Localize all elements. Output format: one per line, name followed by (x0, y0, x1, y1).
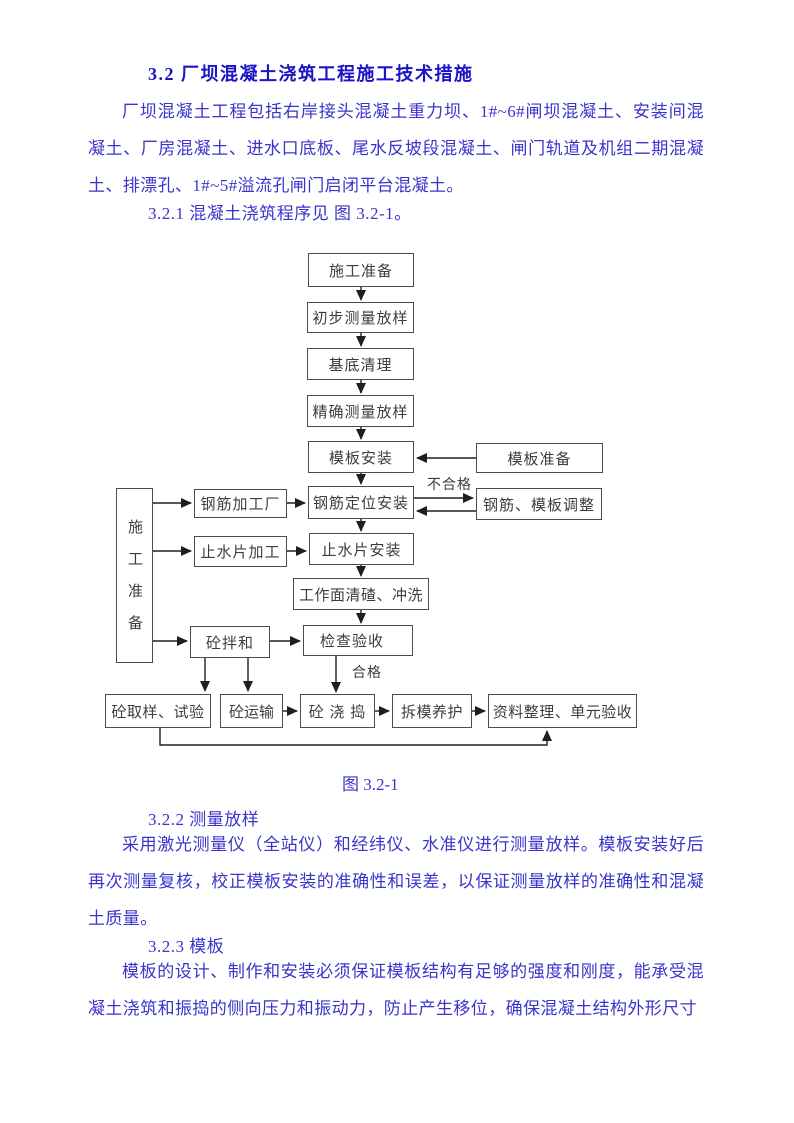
figure-caption: 图 3.2-1 (342, 775, 399, 794)
flow-node-waterstop-make: 止水片加工 (194, 536, 287, 567)
flow-node-prep-top: 施工准备 (308, 253, 414, 287)
paragraph-survey: 采用激光测量仪（全站仪）和经纬仪、水准仪进行测量放样。模板安装好后再次测量复核，… (88, 835, 704, 928)
subsection-3-2-3: 3.2.3 模板 (148, 937, 225, 956)
flow-node-concrete-haul: 砼运输 (220, 694, 283, 728)
flow-node-surface-clean: 工作面清碴、冲洗 (293, 578, 429, 610)
paragraph-overview: 厂坝混凝土工程包括右岸接头混凝土重力坝、1#~6#闸坝混凝土、安装间混凝土、厂房… (88, 102, 704, 195)
flow-node-rebar-plant: 钢筋加工厂 (194, 489, 287, 518)
subsection-3-2-1: 3.2.1 混凝土浇筑程序见 图 3.2-1。 (148, 204, 412, 223)
flow-node-rebar-adjust: 钢筋、模板调整 (476, 488, 602, 520)
edge-label-fail: 不合格 (427, 478, 472, 493)
flow-node-sampling-test: 砼取样、试验 (105, 694, 211, 728)
edge-label-pass: 合格 (352, 666, 382, 681)
flow-node-concrete-pour: 砼 浇 捣 (300, 694, 375, 728)
section-heading: 3.2 厂坝混凝土浇筑工程施工技术措施 (148, 64, 474, 84)
flow-node-precise-survey: 精确测量放样 (307, 395, 414, 427)
flow-node-waterstop-install: 止水片安装 (309, 533, 414, 565)
flow-node-formwork-install: 模板安装 (308, 441, 414, 473)
flow-node-inspection: 检查验收 (303, 625, 413, 656)
flow-node-initial-survey: 初步测量放样 (307, 302, 414, 333)
flow-node-formwork-prep: 模板准备 (476, 443, 603, 473)
paragraph-formwork: 模板的设计、制作和安装必须保证模板结构有足够的强度和刚度，能承受混凝土浇筑和振捣… (88, 962, 704, 1018)
flow-node-data-acceptance: 资料整理、单元验收 (488, 694, 637, 728)
flow-node-prep-left: 施工准备 (116, 488, 153, 663)
flow-node-rebar-position: 钢筋定位安装 (308, 486, 414, 519)
flow-node-form-removal: 拆模养护 (392, 694, 472, 728)
subsection-3-2-2: 3.2.2 测量放样 (148, 810, 260, 829)
flow-node-concrete-mix: 砼拌和 (190, 626, 270, 658)
flow-node-base-cleanup: 基底清理 (307, 348, 414, 380)
